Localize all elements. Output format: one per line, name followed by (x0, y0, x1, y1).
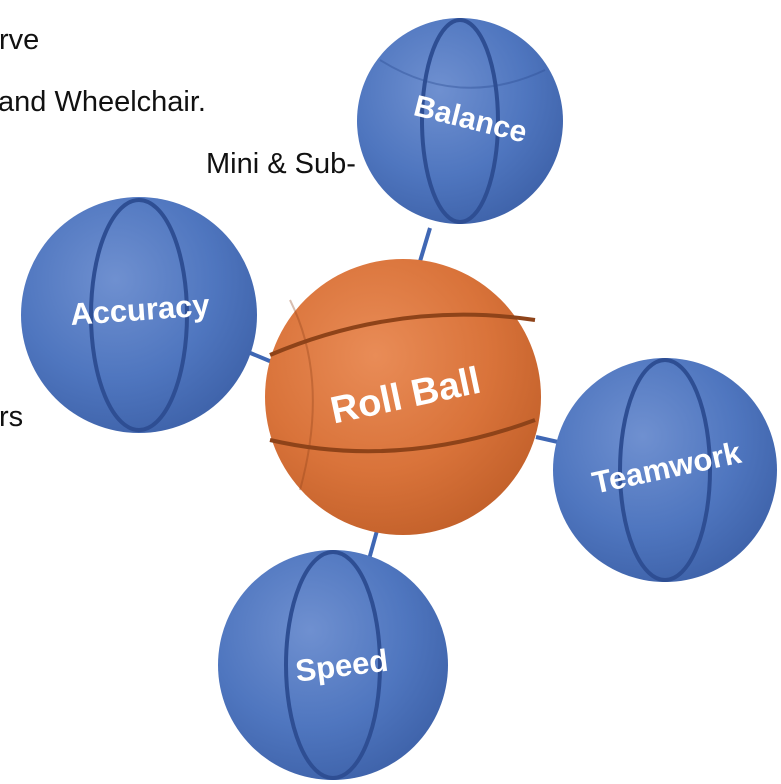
ball-balance: Balance (357, 18, 563, 224)
text-fragment-2: and Wheelchair. (0, 86, 206, 118)
text-fragment-1: rve (0, 24, 40, 56)
ball-roll-ball: Roll Ball (265, 259, 541, 535)
text-fragment-3: Mini & Sub- (206, 148, 356, 180)
ball-speed: Speed (218, 550, 448, 780)
ball-teamwork: Teamwork (553, 358, 777, 582)
ball-accuracy: Accuracy (21, 197, 257, 433)
connector-accuracy (247, 350, 273, 364)
connector-teamwork (535, 435, 559, 444)
text-fragment-4: rs (0, 401, 24, 433)
